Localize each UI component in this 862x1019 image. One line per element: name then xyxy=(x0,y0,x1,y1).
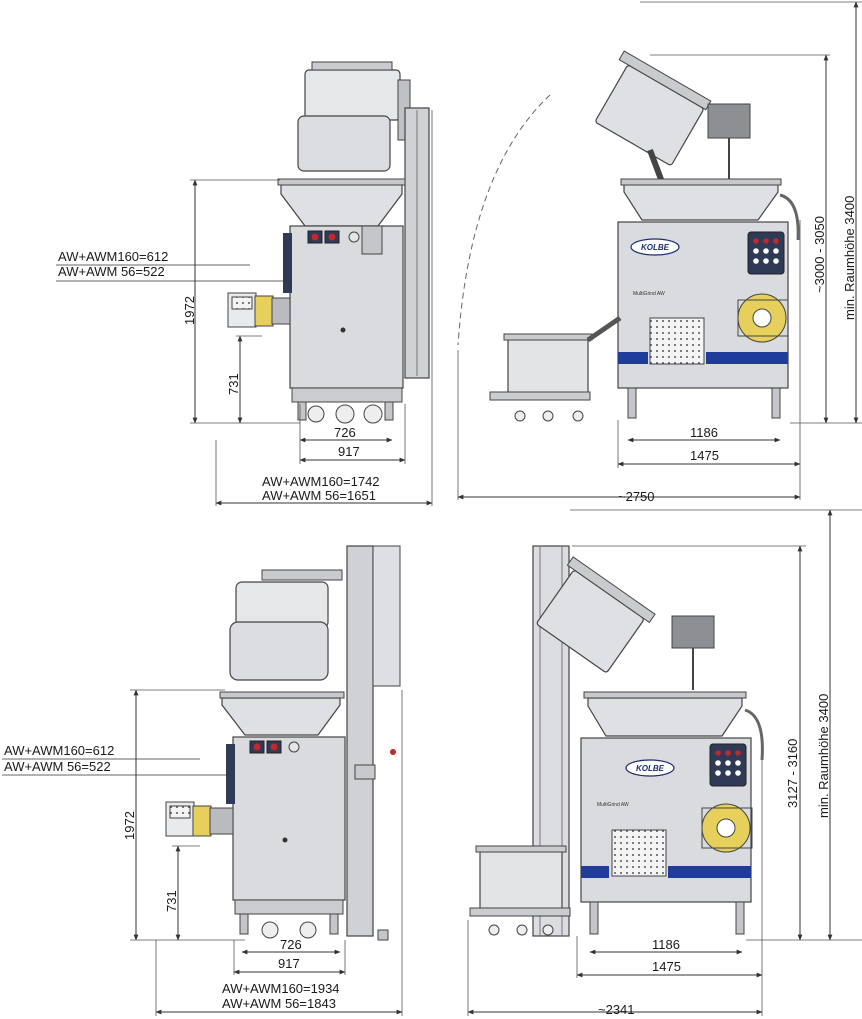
top-right-room-height: min. Raumhöhe 3400 xyxy=(842,196,857,320)
machine-body-lower xyxy=(232,736,346,901)
top-right-width-total: ~2750 xyxy=(618,489,655,504)
loading-bin xyxy=(297,61,411,172)
top-left-height-total: 1972 xyxy=(182,296,197,325)
hopper xyxy=(280,183,403,227)
bottom-right-room-height: min. Raumhöhe 3400 xyxy=(816,694,831,818)
bottom-left-height-outlet: 731 xyxy=(164,890,179,912)
front-tilted-bin xyxy=(536,556,656,673)
model-mark: MultiGrind AW xyxy=(633,291,665,297)
perforated-plate xyxy=(649,317,705,365)
bottom-left-total-b: AW+AWM 56=1843 xyxy=(222,996,336,1011)
top-right-tilt-height: ~3000 - 3050 xyxy=(812,216,827,293)
front-display-screen xyxy=(671,615,715,649)
top-left-total-b: AW+AWM 56=1651 xyxy=(262,488,376,503)
bottom-left-opt-lower: AW+AWM 56=522 xyxy=(4,759,111,774)
bottom-right-tilt-height: 3127 - 3160 xyxy=(785,739,800,808)
front-meat-trolley xyxy=(469,845,571,936)
display-screen xyxy=(707,103,751,139)
lift-column-tall xyxy=(346,545,374,937)
bottom-right-width-outer: 1475 xyxy=(652,959,681,974)
bottom-left-total-a: AW+AWM160=1934 xyxy=(222,981,340,996)
bottom-right-width-inner: 1186 xyxy=(652,937,680,952)
top-right-width-outer: 1475 xyxy=(690,448,719,463)
meat-trolley xyxy=(489,315,622,422)
top-left-width-outer: 917 xyxy=(338,444,360,459)
view-bottom-right-front: KOLBE MultiGrind AW 1186 1475 xyxy=(467,509,862,1017)
top-right-width-inner: 1186 xyxy=(690,425,718,440)
brand-logo: KOLBE xyxy=(641,243,670,252)
bottom-left-width-outer: 917 xyxy=(278,956,300,971)
swing-arc xyxy=(457,94,551,346)
tilted-bin xyxy=(595,50,712,166)
view-top-right-front: KOLBE MultiGrind AW 1186 1475 xyxy=(457,1,862,504)
bottom-left-opt-upper: AW+AWM160=612 xyxy=(4,743,114,758)
outlet-unit xyxy=(227,292,291,328)
view-top-left-side: 1972 731 AW+AWM160=612 AW+AWM 56=522 726… xyxy=(56,61,433,506)
top-left-total-a: AW+AWM160=1742 xyxy=(262,474,380,489)
top-left-width-inner: 726 xyxy=(334,425,356,440)
bottom-right-width-total: ~2341 xyxy=(598,1002,635,1017)
top-left-opt-lower: AW+AWM 56=522 xyxy=(58,264,165,279)
bottom-left-height-total: 1972 xyxy=(122,811,137,840)
top-left-height-outlet: 731 xyxy=(226,373,241,395)
front-hopper xyxy=(623,183,779,221)
top-left-opt-upper: AW+AWM160=612 xyxy=(58,249,168,264)
bottom-left-width-inner: 726 xyxy=(280,937,302,952)
model-mark-lower: MultiGrind AW xyxy=(597,802,629,808)
brand-logo-lower: KOLBE xyxy=(636,764,665,773)
view-bottom-left-side: 1972 731 AW+AWM160=612 AW+AWM 56=522 726… xyxy=(2,545,403,1016)
machine-body xyxy=(289,225,404,389)
loading-bin-raised xyxy=(229,569,343,681)
